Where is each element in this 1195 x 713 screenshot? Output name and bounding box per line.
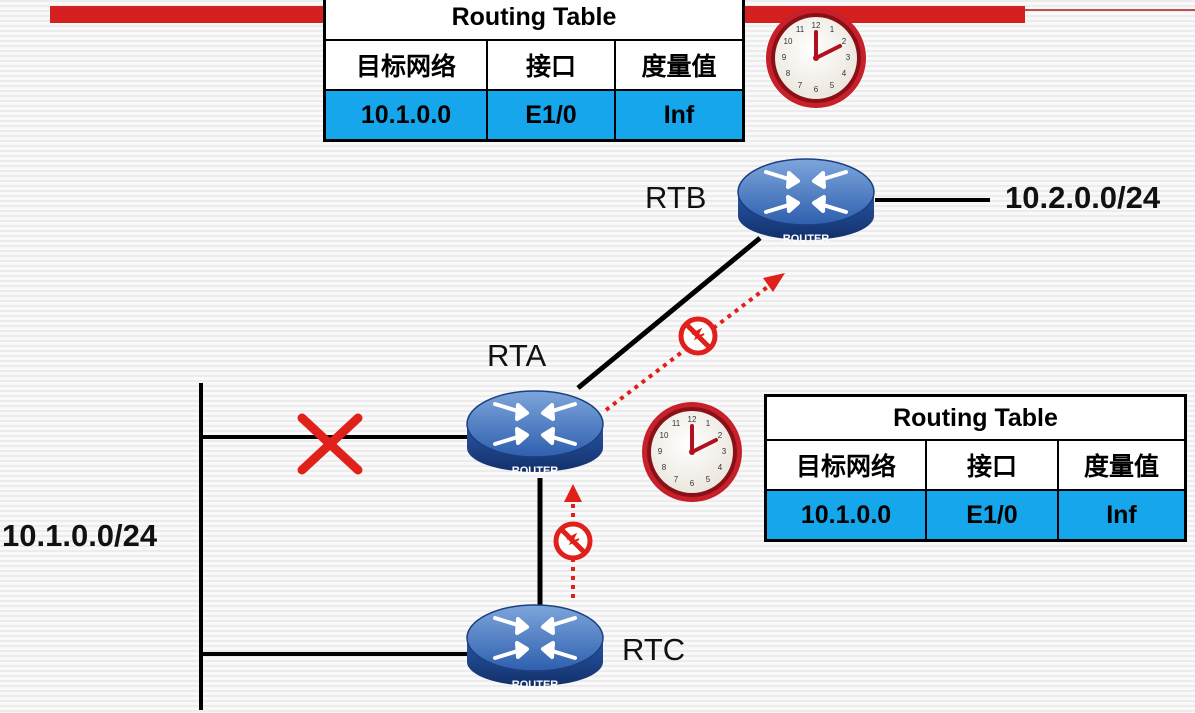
network-label-right: 10.2.0.0/24: [1005, 180, 1161, 215]
router-badge: ROUTER: [512, 679, 559, 691]
col-destination: 目标网络: [323, 39, 488, 91]
router-arrows-icon: [465, 389, 605, 474]
col-interface: 接口: [486, 39, 616, 91]
cell-destination: 10.1.0.0: [764, 489, 927, 542]
no-entry-icon: [681, 319, 715, 353]
col-interface: 接口: [925, 439, 1059, 491]
update-arrow-rta-rtb: [604, 273, 785, 412]
router-label-rtc: RTC: [622, 632, 686, 667]
router-label-rtb: RTB: [645, 180, 707, 215]
cell-metric: Inf: [1057, 489, 1187, 542]
no-entry-icon: [556, 524, 590, 558]
cell-interface: E1/0: [925, 489, 1059, 542]
clock-icon: [640, 400, 744, 504]
router-arrows-icon: [465, 603, 605, 688]
router-label-rta: RTA: [487, 338, 547, 373]
router-rtc[interactable]: ROUTER: [465, 603, 605, 691]
routing-table-title: Routing Table: [323, 0, 745, 41]
table-row: 10.1.0.0 E1/0 Inf: [323, 89, 745, 142]
cell-interface: E1/0: [486, 89, 616, 142]
routing-table-rta: Routing Table 目标网络 接口 度量值 10.1.0.0 E1/0 …: [764, 394, 1187, 542]
link-rta-rtb: [576, 236, 762, 390]
col-destination: 目标网络: [764, 439, 927, 491]
routing-table-title: Routing Table: [764, 394, 1187, 441]
routing-table-rtb: Routing Table 目标网络 接口 度量值 10.1.0.0 E1/0 …: [323, 0, 745, 142]
router-badge: ROUTER: [783, 233, 830, 245]
link-failure-icon: [297, 413, 363, 475]
cell-metric: Inf: [614, 89, 745, 142]
col-metric: 度量值: [1057, 439, 1187, 491]
col-metric: 度量值: [614, 39, 745, 91]
table-row: 10.1.0.0 E1/0 Inf: [764, 489, 1187, 542]
clock-icon: [764, 6, 868, 110]
router-rta[interactable]: ROUTER: [465, 389, 605, 477]
cell-destination: 10.1.0.0: [323, 89, 488, 142]
network-label-left: 10.1.0.0/24: [2, 518, 158, 553]
router-rtb[interactable]: ROUTER: [736, 157, 876, 245]
router-arrows-icon: [736, 157, 876, 242]
router-badge: ROUTER: [512, 465, 559, 477]
